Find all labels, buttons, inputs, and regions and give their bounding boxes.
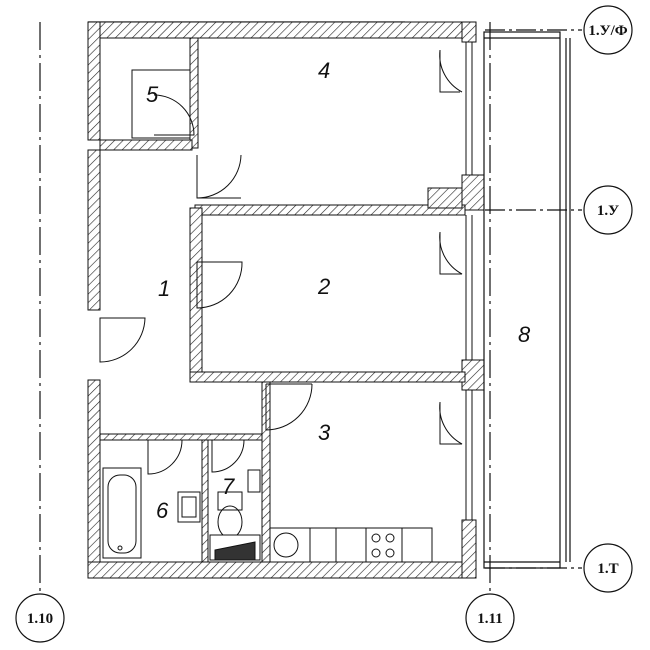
axis-bubble-bottom-right: 1.11 <box>465 593 515 643</box>
shaft <box>209 534 261 561</box>
kitchen-counter <box>269 527 433 563</box>
closet-5 <box>131 69 191 139</box>
room-label-2: 2 <box>317 274 330 299</box>
svg-text:1.У/Ф: 1.У/Ф <box>588 23 627 39</box>
room-label-8: 8 <box>518 322 531 347</box>
room-label-1: 1 <box>158 276 170 301</box>
bathtub <box>102 467 142 559</box>
room-label-5: 5 <box>146 82 159 107</box>
windows <box>465 42 473 520</box>
outer-walls <box>87 21 485 579</box>
svg-text:1.10: 1.10 <box>27 611 53 627</box>
inner-walls <box>99 37 466 563</box>
room-label-6: 6 <box>156 498 169 523</box>
axis-bubble-right-bottom: 1.Т <box>583 543 633 593</box>
room-label-4: 4 <box>318 58 330 83</box>
axis-lines <box>39 22 582 598</box>
svg-text:1.У: 1.У <box>597 203 619 219</box>
svg-text:1.11: 1.11 <box>477 611 502 627</box>
room-label-3: 3 <box>318 420 331 445</box>
axis-bubble-right-top: 1.У/Ф <box>583 5 633 55</box>
doors <box>99 49 463 475</box>
axis-bubble-right-middle: 1.У <box>583 185 633 235</box>
loggia <box>483 31 571 569</box>
room-label-7: 7 <box>222 474 235 499</box>
svg-text:1.Т: 1.Т <box>597 561 618 577</box>
axis-bubble-left: 1.10 <box>15 593 65 643</box>
sink <box>177 491 201 523</box>
